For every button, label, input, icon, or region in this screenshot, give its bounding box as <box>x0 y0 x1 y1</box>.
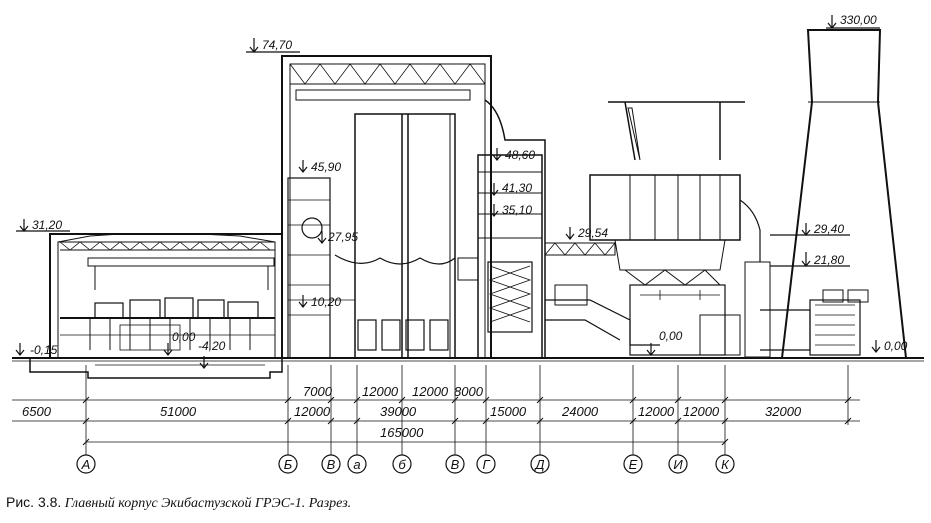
elevation-0-00-precipitator: 0,00 <box>646 329 683 356</box>
svg-text:0,00: 0,00 <box>172 330 196 344</box>
dim-32000: 32000 <box>765 404 802 419</box>
svg-text:35,10: 35,10 <box>502 203 532 217</box>
svg-text:29,54: 29,54 <box>577 226 608 240</box>
dim-8000: 8000 <box>454 384 484 399</box>
svg-text:41,30: 41,30 <box>502 181 532 195</box>
svg-text:21,80: 21,80 <box>813 253 844 267</box>
svg-text:А: А <box>81 457 91 472</box>
turbine-hall <box>29 233 283 379</box>
exhaust-duct <box>760 289 869 356</box>
axis-G: Г <box>476 448 496 474</box>
svg-text:0,00: 0,00 <box>884 339 908 353</box>
dim-15000: 15000 <box>490 404 527 419</box>
svg-text:Г: Г <box>482 457 490 472</box>
chimney <box>780 29 908 359</box>
elevation-31-20: 31,20 <box>16 218 70 232</box>
axis-K: К <box>715 448 735 474</box>
svg-text:В: В <box>327 457 336 472</box>
svg-text:29,40: 29,40 <box>813 222 844 236</box>
axis-V1: В <box>321 448 341 474</box>
power-plant-section-drawing: 330,00 74,70 48,60 45,90 41,30 35,10 31,… <box>12 13 924 474</box>
elevation-29-40: 29,40 <box>770 222 850 236</box>
dim-12000-ab: 12000 <box>362 384 399 399</box>
dim-12000-bc: 12000 <box>294 404 331 419</box>
axis-I: И <box>668 448 688 474</box>
figure-title: Главный корпус Экибастузской ГРЭС-1. Раз… <box>64 496 352 511</box>
axis-A: А <box>76 448 96 474</box>
dim-24000: 24000 <box>561 404 599 419</box>
axis-E: Е <box>623 448 643 474</box>
svg-text:-4,20: -4,20 <box>198 339 226 353</box>
elevation-45-90: 45,90 <box>298 160 341 174</box>
axis-bubbles: А Б В а б В Г <box>76 448 735 474</box>
axis-B: Б <box>278 448 298 474</box>
svg-text:В: В <box>451 457 460 472</box>
svg-text:0,00: 0,00 <box>659 329 683 343</box>
svg-text:К: К <box>721 457 730 472</box>
svg-text:-0,15: -0,15 <box>30 343 58 357</box>
svg-text:б: б <box>398 457 406 472</box>
flue-gallery <box>544 242 660 346</box>
dim-165000: 165000 <box>380 425 424 440</box>
dim-51000: 51000 <box>160 404 197 419</box>
bunker-bay <box>281 55 492 359</box>
svg-text:45,90: 45,90 <box>311 160 341 174</box>
svg-text:74,70: 74,70 <box>262 38 292 52</box>
elevation-minus-0-15: -0,15 <box>15 343 58 357</box>
svg-text:а: а <box>353 457 360 472</box>
svg-text:27,95: 27,95 <box>327 230 358 244</box>
precipitator <box>589 101 771 358</box>
elevation-0-00-turbine: 0,00 <box>163 330 196 356</box>
svg-text:31,20: 31,20 <box>32 218 62 232</box>
elevation-21-80: 21,80 <box>770 252 850 267</box>
elevation-41-30: 41,30 <box>489 181 532 196</box>
elevation-markers: 330,00 74,70 48,60 45,90 41,30 35,10 31,… <box>15 13 908 369</box>
elevation-27-95: 27,95 <box>317 230 358 244</box>
svg-text:330,00: 330,00 <box>840 13 877 27</box>
dim-6500: 6500 <box>22 404 52 419</box>
dim-7000: 7000 <box>303 384 333 399</box>
elevation-0-00-stack: 0,00 <box>871 339 908 353</box>
svg-text:48,60: 48,60 <box>505 148 535 162</box>
axis-D: Д <box>530 448 550 474</box>
elevation-29-54: 29,54 <box>565 226 608 240</box>
dim-12000-ik: 12000 <box>683 404 720 419</box>
dim-12000-ei: 12000 <box>638 404 675 419</box>
svg-text:И: И <box>673 457 683 472</box>
svg-text:10,20: 10,20 <box>311 295 341 309</box>
figure-caption: Рис. 3.8. Главный корпус Экибастузской Г… <box>6 494 351 512</box>
figure-number: Рис. 3.8. <box>6 494 62 510</box>
elevation-48-60: 48,60 <box>492 148 535 162</box>
dim-12000-bv: 12000 <box>412 384 449 399</box>
elevation-10-20: 10,20 <box>298 295 341 309</box>
svg-text:Е: Е <box>629 457 638 472</box>
svg-text:Б: Б <box>284 457 293 472</box>
elevation-35-10: 35,10 <box>489 203 532 217</box>
axis-b: б <box>392 448 412 474</box>
dim-39000: 39000 <box>380 404 417 419</box>
svg-text:Д: Д <box>533 457 544 472</box>
axis-a: а <box>347 448 367 474</box>
boiler-house <box>457 99 546 359</box>
elevation-330: 330,00 <box>826 13 880 29</box>
elevation-minus-4-20: -4,20 <box>198 339 226 369</box>
axis-V2: В <box>445 448 465 474</box>
dimension-lines: 6500 51000 7000 12000 12000 12000 39000 … <box>12 365 860 448</box>
elevation-74-70: 74,70 <box>246 38 300 53</box>
